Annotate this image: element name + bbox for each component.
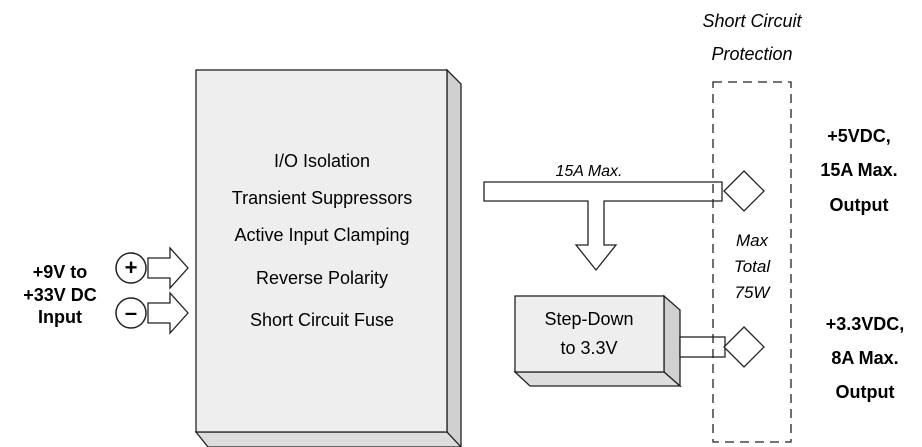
stepdown-block-bottom [513,371,682,387]
main-protection-block: I/O Isolation Transient Suppressors Acti… [194,68,462,447]
input-label-line-1: +9V to [33,262,88,282]
output-5v-line-3: Output [830,195,889,215]
feature-reverse-polarity: Reverse Polarity [256,268,388,288]
positive-input-arrow [147,246,189,290]
stepdown-line-1: Step-Down [544,309,633,329]
total-line-3: 75W [735,283,772,302]
input-label-line-3: Input [38,307,82,327]
protection-title-line-2: Protection [711,44,792,64]
total-line-2: Total [734,257,771,276]
negative-input-arrow [147,291,189,335]
output-5v-line-2: 15A Max. [820,160,897,180]
main-block-bottom [194,431,462,447]
output-3v3-line-1: +3.3VDC, [826,314,905,334]
feature-io-isolation: I/O Isolation [274,151,370,171]
bus-current-label: 15A Max. [556,163,623,180]
feature-active-input-clamping: Active Input Clamping [234,225,409,245]
minus-circle-icon [115,297,147,329]
diamond-5v [723,170,765,212]
bus-arrow-shape [483,181,723,272]
main-block-face [195,69,448,433]
output-3v3-label: +3.3VDC, 8A Max. Output [826,314,905,402]
short-circuit-protection: Short Circuit Protection Max Total 75W [702,11,803,443]
input-label: +9V to +33V DC Input [23,262,97,327]
positive-input-terminal: + [115,246,189,290]
protection-title-line-1: Short Circuit [702,11,802,31]
plus-symbol: + [125,255,138,280]
stepdown-line-2: to 3.3V [560,338,617,358]
stepdown-block-side [663,294,681,388]
plus-circle-icon [115,252,147,284]
protection-dashed-box [712,81,792,443]
input-label-line-2: +33V DC [23,285,97,305]
main-block-side [446,68,462,447]
stepdown-block: Step-Down to 3.3V [513,294,682,388]
feature-short-circuit-fuse: Short Circuit Fuse [250,310,394,330]
negative-input-terminal: – [115,291,189,335]
output-3v3-line-2: 8A Max. [831,348,898,368]
output-5v-label: +5VDC, 15A Max. Output [820,126,897,215]
total-line-1: Max [736,231,769,250]
diamond-3v3 [723,326,765,368]
feature-transient-suppressors: Transient Suppressors [232,188,412,208]
output-5v-line-1: +5VDC, [827,126,891,146]
output-3v3-line-3: Output [836,382,895,402]
minus-symbol: – [125,300,137,325]
output-bus: 15A Max. [483,163,723,272]
stepdown-output-bar [679,336,726,358]
stepdown-block-face [514,295,665,373]
